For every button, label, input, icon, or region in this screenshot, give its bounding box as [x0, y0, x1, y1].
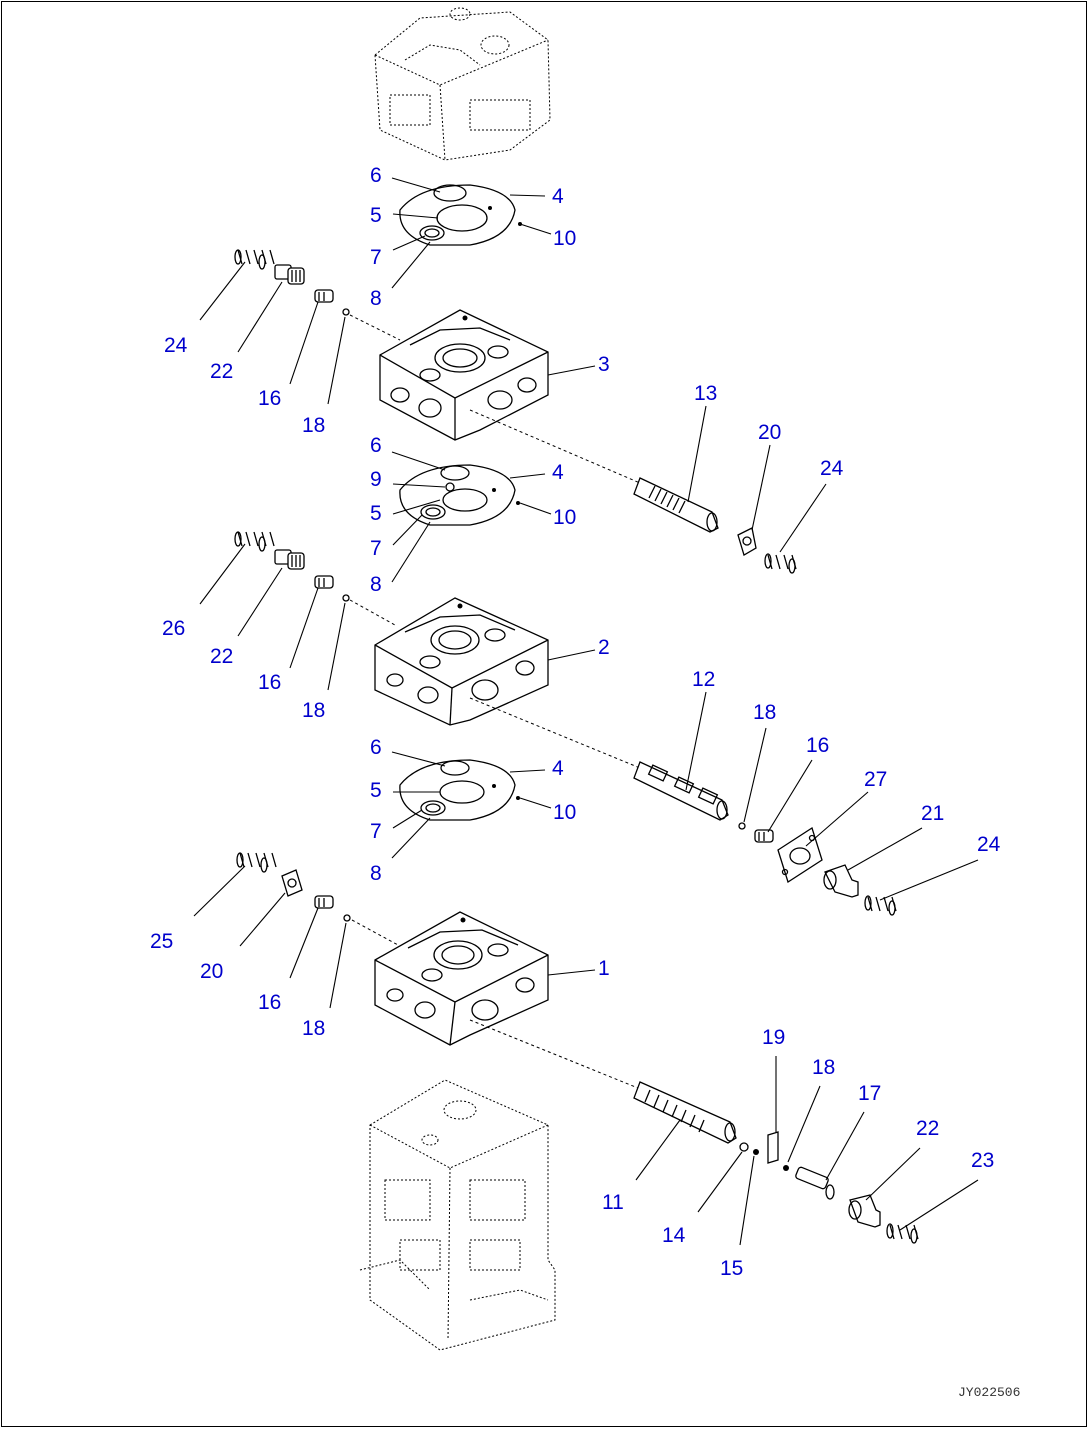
callout: 5 [370, 204, 382, 227]
spring-15 [753, 1149, 759, 1155]
poppet-16-upper [314, 289, 334, 303]
callout: 8 [370, 573, 382, 596]
callout: 4 [552, 185, 564, 208]
cover-27 [777, 826, 823, 884]
callout: 14 [662, 1224, 686, 1247]
upper-valve-body-reference [374, 7, 551, 161]
plug-22-lower [848, 1194, 881, 1228]
gasket-plate-middle [399, 464, 520, 526]
callout: 24 [977, 833, 1001, 856]
callout: 7 [370, 246, 382, 269]
poppet-16-lower [314, 895, 334, 909]
callout: 1 [598, 957, 610, 980]
spring-25 [236, 852, 277, 873]
seal-20-left [281, 869, 303, 897]
callout: 26 [162, 617, 185, 640]
valve-section-1 [374, 911, 549, 1046]
gasket-plate-lower [399, 759, 520, 821]
callout: 18 [302, 1017, 325, 1040]
o-ring-18-bottom [783, 1165, 789, 1171]
callout: 6 [370, 434, 382, 457]
callout: 25 [150, 930, 173, 953]
spring-24-upper [234, 249, 275, 270]
callout: 10 [553, 801, 576, 824]
callout: 16 [258, 671, 281, 694]
seal-20-upper [737, 527, 757, 556]
callout: 22 [916, 1117, 939, 1140]
callout: 11 [602, 1191, 624, 1214]
callout: 16 [258, 991, 281, 1014]
drawing-code: JY022506 [958, 1385, 1020, 1400]
callout: 12 [692, 668, 715, 691]
callout: 19 [762, 1026, 785, 1049]
callout: 5 [370, 779, 382, 802]
spool-12 [633, 761, 729, 821]
ball-14 [739, 1142, 749, 1152]
spool-13 [633, 477, 719, 533]
spring-24-right-middle [864, 895, 897, 916]
plug-21 [823, 864, 859, 898]
callout-labels: 6 4 5 10 7 8 24 22 16 18 3 13 20 24 6 4 … [150, 164, 1001, 1280]
callout: 13 [694, 382, 717, 405]
callout: 9 [370, 468, 382, 491]
callout: 10 [553, 506, 576, 529]
callout: 16 [806, 734, 829, 757]
callout: 17 [858, 1082, 881, 1105]
valve-section-3 [379, 309, 549, 441]
callout: 4 [552, 461, 564, 484]
callout: 4 [552, 757, 564, 780]
callout: 23 [971, 1149, 994, 1172]
callout: 5 [370, 502, 382, 525]
stopper-17 [795, 1166, 835, 1200]
callout: 2 [598, 636, 610, 659]
callout: 20 [758, 421, 781, 444]
gasket-plate-upper [399, 184, 522, 246]
callout: 8 [370, 287, 382, 310]
o-ring-18-upper [342, 308, 350, 316]
spring-26 [234, 531, 275, 552]
callout: 10 [553, 227, 576, 250]
callout: 6 [370, 164, 382, 187]
callout: 21 [921, 802, 944, 825]
callout: 18 [302, 699, 325, 722]
poppet-16-right [754, 829, 774, 843]
callout: 16 [258, 387, 281, 410]
callout: 18 [302, 414, 325, 437]
callout: 18 [812, 1056, 835, 1079]
callout: 6 [370, 736, 382, 759]
callout: 18 [753, 701, 776, 724]
callout: 24 [820, 457, 844, 480]
callout: 22 [210, 645, 233, 668]
callout: 15 [720, 1257, 743, 1280]
poppet-16-middle [314, 575, 334, 589]
callout: 24 [164, 334, 188, 357]
callout: 7 [370, 820, 382, 843]
callout: 22 [210, 360, 233, 383]
callout: 3 [598, 353, 610, 376]
spring-24-right-upper [764, 553, 797, 574]
valve-section-2 [374, 597, 549, 726]
callout: 8 [370, 862, 382, 885]
spring-23 [886, 1223, 919, 1244]
callout: 20 [200, 960, 223, 983]
callout: 27 [864, 768, 887, 791]
callout: 7 [370, 537, 382, 560]
o-ring-18-lower [343, 914, 351, 922]
plate-19 [767, 1131, 779, 1164]
spool-11 [633, 1081, 737, 1144]
o-ring-18-right [738, 822, 746, 830]
o-ring-18-middle [342, 594, 350, 602]
plug-22-upper [274, 264, 305, 285]
lower-valve-body-reference [359, 1079, 556, 1351]
plug-22-middle [274, 549, 305, 570]
